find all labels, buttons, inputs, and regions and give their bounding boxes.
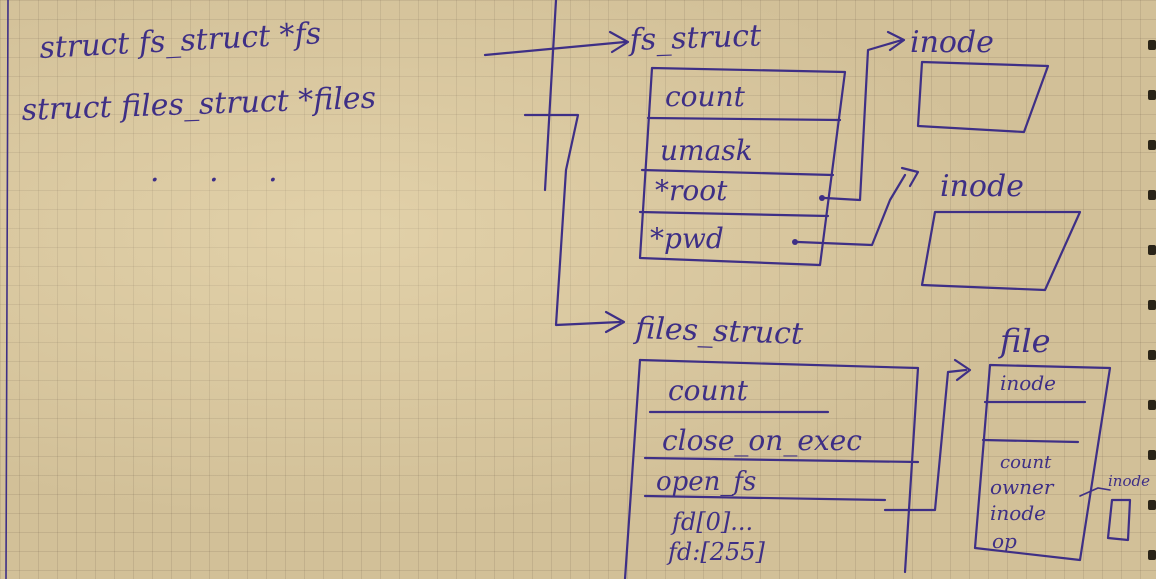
fs-field-count: count	[665, 80, 746, 113]
inode-top-box	[916, 60, 1050, 134]
inode-small-title: inode	[1108, 472, 1150, 490]
file-field-op: op	[992, 529, 1017, 553]
fs-field-root: *root	[655, 174, 728, 207]
inode-mid-box	[920, 210, 1082, 292]
files-arrow-head	[604, 310, 626, 334]
files-fd-last: fd:[255]	[666, 538, 766, 566]
inode-small-box	[1106, 498, 1132, 542]
code-ellipsis: · · ·	[150, 163, 298, 198]
files-fd-first: fd[0]...	[670, 508, 753, 536]
fs-pointer-arrow	[483, 40, 627, 57]
fs-arrow-head	[608, 30, 630, 54]
files-field-open-fs: open_fs	[656, 467, 756, 497]
files-field-count: count	[668, 374, 749, 407]
root-pointer-dot	[819, 195, 825, 201]
file-field-inode: inode	[1000, 371, 1056, 395]
root-arrow	[823, 38, 904, 202]
pwd-pointer-dot	[792, 239, 798, 245]
page-margin-line	[5, 0, 9, 579]
root-arrow-head	[886, 30, 906, 52]
inode-small-arrow	[1079, 487, 1111, 497]
pwd-arrow-head	[900, 166, 920, 188]
fs-field-pwd: *pwd	[650, 222, 724, 255]
files-struct-title: files_struct	[633, 311, 805, 352]
file-field-owner: owner	[990, 475, 1055, 499]
inode-mid-title: inode	[940, 169, 1024, 204]
code-line-files: struct files_struct *files	[21, 81, 377, 128]
fd-arrow-head	[953, 358, 972, 382]
fd-arrow	[883, 368, 968, 512]
fs-struct-box	[638, 66, 847, 267]
file-field-inode-2: inode	[990, 501, 1046, 525]
inode-top-title: inode	[910, 25, 994, 60]
task-struct-border	[543, 0, 558, 192]
file-field-count: count	[1000, 452, 1052, 473]
pwd-arrow	[796, 173, 907, 247]
file-box	[973, 363, 1112, 562]
files-pointer-arrow	[523, 113, 622, 327]
binding-holes	[1148, 40, 1156, 560]
files-field-close-on-exec: close_on_exec	[662, 424, 862, 457]
code-line-fs: struct fs_struct *fs	[39, 16, 322, 66]
fs-struct-title: fs_struct	[627, 18, 763, 58]
files-struct-box	[623, 358, 920, 579]
fs-field-umask: umask	[660, 134, 753, 167]
file-title: file	[998, 322, 1051, 360]
